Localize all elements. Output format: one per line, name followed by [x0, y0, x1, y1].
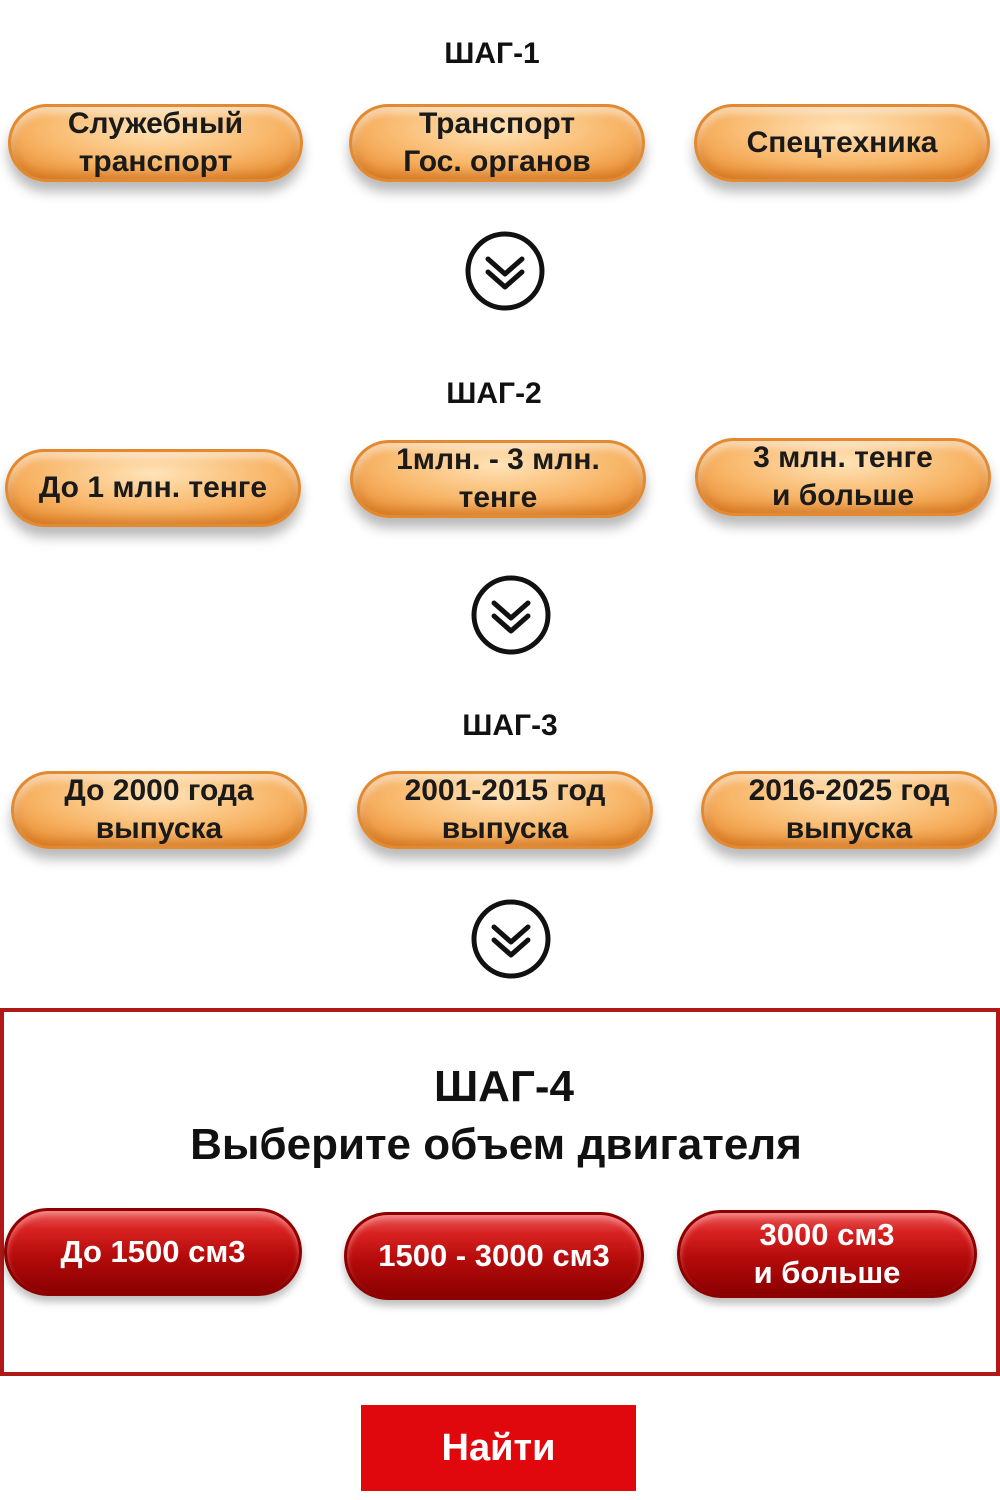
option-label-line2: и больше [771, 479, 915, 512]
option-label-line1: 3 млн. тенге [753, 441, 933, 474]
step-3-option-2016-2025[interactable]: 2016-2025 год выпуска [701, 771, 997, 849]
option-label-line2: и больше [753, 1255, 901, 1290]
option-label-line1: Служебный [67, 107, 244, 140]
step-3-option-2001-2015[interactable]: 2001-2015 год выпуска [357, 771, 653, 849]
step-4-subtitle: Выберите объем двигателя [190, 1120, 802, 1169]
step-4-title: ШАГ-4 [433, 1062, 575, 1111]
step-4-option-1500-3000[interactable]: 1500 - 3000 см3 [344, 1212, 644, 1300]
step-4-option-up-to-1500[interactable]: До 1500 см3 [4, 1208, 302, 1296]
option-label-line2: выпуска [95, 812, 223, 845]
option-label-line1: 2016-2025 год [748, 774, 950, 807]
option-label-line1: До 1500 см3 [60, 1234, 246, 1269]
step-2-option-1m-3m[interactable]: 1млн. - 3 млн. тенге [350, 440, 646, 518]
step-1-option-special-machinery[interactable]: Спецтехника [694, 104, 990, 182]
option-label-line1: 2001-2015 год [404, 774, 606, 807]
step-4-option-3000-plus[interactable]: 3000 см3 и больше [677, 1210, 977, 1298]
option-label-line1: Спецтехника [746, 126, 938, 159]
option-label-line1: 1500 - 3000 см3 [378, 1238, 610, 1273]
option-label-line2: выпуска [441, 812, 569, 845]
double-chevron-down-circle-icon [471, 899, 551, 979]
option-label-line1: До 1 млн. тенге [38, 471, 268, 504]
step-1-option-service-transport[interactable]: Служебный транспорт [8, 104, 303, 182]
double-chevron-down-circle-icon [465, 231, 545, 311]
step-3-title: ШАГ-3 [462, 709, 558, 742]
step-2-option-3m-plus[interactable]: 3 млн. тенге и больше [695, 438, 991, 516]
option-label-line1: 1млн. - 3 млн. [396, 443, 600, 476]
step-3-option-before-2000[interactable]: До 2000 года выпуска [11, 771, 307, 849]
step-1-option-government-transport[interactable]: Транспорт Гос. органов [349, 104, 645, 182]
step-2-option-up-to-1m[interactable]: До 1 млн. тенге [5, 449, 301, 527]
option-label-line1: До 2000 года [64, 774, 254, 807]
step-2-title: ШАГ-2 [446, 377, 542, 410]
step-1-title: ШАГ-1 [444, 37, 540, 70]
option-label-line2: транспорт [78, 145, 233, 178]
search-button[interactable]: Найти [361, 1405, 636, 1491]
option-label-line1: Транспорт [418, 107, 576, 140]
option-label-line2: тенге [458, 481, 538, 514]
step-4-panel: ШАГ-4 Выберите объем двигателя До 1500 с… [0, 1008, 1000, 1376]
option-label-line2: Гос. органов [403, 145, 591, 178]
option-label-line2: выпуска [785, 812, 913, 845]
option-label-line1: 3000 см3 [759, 1217, 895, 1252]
double-chevron-down-circle-icon [471, 575, 551, 655]
